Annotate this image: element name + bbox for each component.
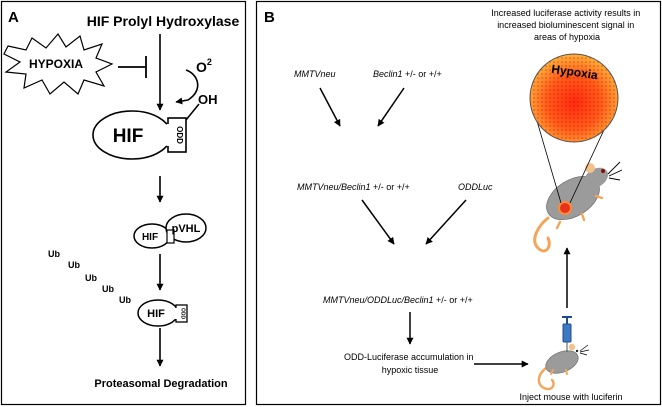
o2-label: O2	[196, 57, 212, 75]
inject-label: Inject mouse with luciferin	[519, 392, 622, 402]
mouse-whiskers	[579, 344, 590, 356]
accumulation-label: ODD-Luciferase accumulation in hypoxic t…	[344, 352, 476, 375]
ub-label: Ub	[85, 273, 97, 283]
oddluc-label: ODDLuc	[458, 182, 493, 192]
ub-label: Ub	[102, 284, 114, 294]
mouse-paws	[550, 369, 568, 375]
mouse-body	[545, 350, 579, 374]
mouse-eye	[601, 169, 605, 173]
signal-caption: Increased luciferase activity results in…	[491, 8, 643, 42]
pvhl-body	[165, 213, 207, 243]
oh-label: OH	[198, 92, 218, 107]
hif-pvhl-label: HIF	[142, 232, 158, 243]
hypoxia-starburst	[3, 32, 114, 95]
panel-a: A HIF Prolyl Hydroxylase HYPOXIA O2 HIF …	[0, 0, 247, 406]
hypoxia-zoom: Hypoxia	[529, 53, 619, 143]
hypoxia-label: HYPOXIA	[29, 57, 83, 71]
arrow-beclin-down	[377, 87, 405, 127]
mouse-ear	[568, 343, 576, 351]
mouse-paws	[555, 194, 604, 230]
arrow-mmtvneu-down	[319, 87, 341, 127]
ub-label: Ub	[48, 249, 60, 259]
mouse-whiskers	[607, 161, 623, 181]
ub-label: Ub	[68, 260, 80, 270]
panel-a-letter: A	[8, 9, 19, 26]
arrow-oddluc-down	[425, 199, 467, 245]
hypoxia-zone-label: Hypoxia	[550, 62, 598, 82]
pvhl-label: pVHL	[172, 223, 201, 235]
imaged-mouse	[533, 161, 623, 253]
syringe-icon	[562, 316, 572, 352]
ub-label: Ub	[119, 295, 131, 305]
hypoxia-circle-texture	[530, 54, 618, 142]
panel-a-border	[0, 0, 247, 406]
enzyme-label: HIF Prolyl Hydroxylase	[87, 13, 240, 29]
degradation-label: Proteasomal Degradation	[94, 378, 228, 390]
hif-ub-label: HIF	[147, 308, 165, 320]
mouse-tail	[537, 366, 555, 391]
mmtvneu-label: MMTVneu	[294, 69, 336, 79]
oh-bond	[185, 103, 200, 121]
hif-large-label: HIF	[113, 126, 144, 147]
panel-b-border	[255, 0, 662, 406]
mouse-tail	[533, 216, 551, 253]
panel-b: B MMTVneu Beclin1 +/- or +/+ MMTVneu/Bec…	[255, 0, 662, 406]
odd-pvhl-box	[166, 229, 175, 244]
cross2-label: MMTVneu/ODDLuc/Beclin1 +/- or +/+	[323, 295, 473, 305]
cross1-label: MMTVneu/Beclin1 +/- or +/+	[297, 182, 410, 192]
panel-b-letter: B	[264, 9, 275, 26]
injected-mouse	[537, 343, 590, 391]
o2-curved-arrow	[175, 69, 199, 105]
beclin-label: Beclin1 +/- or +/+	[373, 69, 442, 79]
mouse-eye	[575, 349, 579, 353]
odd-ub-label: ODD	[180, 308, 186, 320]
tumor-signal	[558, 201, 572, 215]
arrow-cross1-down	[361, 199, 395, 245]
odd-large-label: ODD	[175, 126, 184, 144]
